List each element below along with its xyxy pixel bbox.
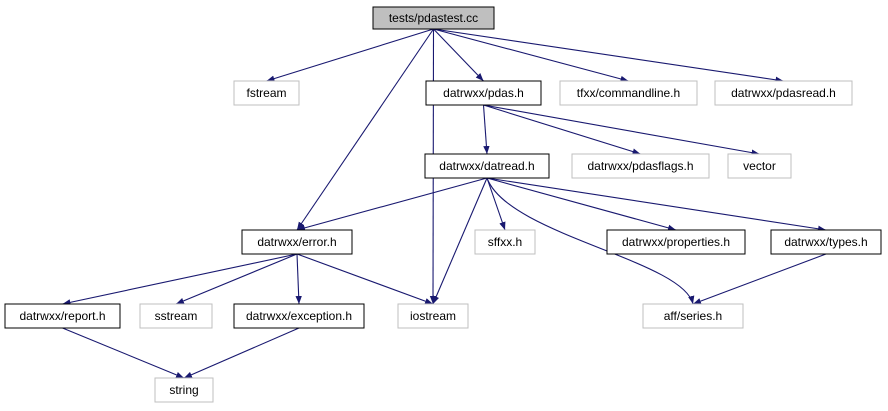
edge-datread-to-error bbox=[296, 177, 488, 231]
node-iostream: iostream bbox=[397, 303, 469, 329]
node-root-box bbox=[372, 6, 495, 30]
node-pdasflags-label: datrwxx/pdasflags.h bbox=[587, 159, 693, 173]
edge-pdas-to-pdasflags bbox=[483, 104, 641, 155]
node-properties-box bbox=[606, 229, 746, 255]
node-datread-label: datrwxx/datread.h bbox=[439, 159, 534, 173]
nodes: tests/pdastest.cc fstream datrwxx/pdas.h tf… bbox=[4, 6, 882, 403]
node-vector-label: vector bbox=[743, 159, 776, 173]
edge-root-to-fstream bbox=[266, 28, 434, 82]
node-series: aff/series.h bbox=[642, 303, 744, 329]
node-types-box bbox=[770, 229, 882, 255]
node-exception[interactable]: datrwxx/exception.h bbox=[233, 303, 365, 329]
node-pdasread: datrwxx/pdasread.h bbox=[714, 80, 853, 106]
node-pdasflags-box bbox=[571, 153, 710, 179]
node-properties[interactable]: datrwxx/properties.h bbox=[606, 229, 746, 255]
edge-error-to-iostream bbox=[296, 253, 434, 305]
node-sffxx-label: sffxx.h bbox=[488, 235, 522, 249]
node-sstream-label: sstream bbox=[155, 309, 198, 323]
edge-pdas-to-vector bbox=[483, 104, 760, 156]
node-error-label: datrwxx/error.h bbox=[257, 235, 336, 249]
node-pdasread-box bbox=[714, 80, 853, 106]
edge-pdas-to-datread bbox=[482, 104, 490, 155]
edge-error-to-sstream bbox=[175, 253, 298, 305]
node-sffxx: sffxx.h bbox=[474, 229, 536, 255]
node-exception-label: datrwxx/exception.h bbox=[246, 309, 352, 323]
edge-error-to-exception bbox=[295, 253, 302, 305]
node-series-box bbox=[642, 303, 744, 329]
node-sstream-box bbox=[139, 303, 213, 329]
edge-error-to-report bbox=[62, 253, 298, 306]
node-pdas[interactable]: datrwxx/pdas.h bbox=[425, 80, 542, 106]
node-sstream: sstream bbox=[139, 303, 213, 329]
edge-datread-to-types bbox=[486, 177, 827, 232]
node-error[interactable]: datrwxx/error.h bbox=[241, 229, 353, 255]
node-string-label: string bbox=[169, 383, 198, 397]
node-vector-box bbox=[727, 153, 792, 179]
node-sffxx-box bbox=[474, 229, 536, 255]
node-string: string bbox=[154, 377, 214, 403]
edge-report-to-string bbox=[62, 327, 185, 379]
edge-root-to-pdasread bbox=[433, 28, 784, 83]
node-pdasflags: datrwxx/pdasflags.h bbox=[571, 153, 710, 179]
node-string-box bbox=[154, 377, 214, 403]
edge-root-to-commandline bbox=[433, 28, 629, 83]
node-root: tests/pdastest.cc bbox=[372, 6, 495, 30]
node-datread-box bbox=[424, 153, 550, 179]
node-pdas-label: datrwxx/pdas.h bbox=[443, 86, 524, 100]
edge-root-to-error bbox=[296, 28, 434, 231]
node-commandline-box bbox=[559, 80, 698, 106]
node-pdas-box bbox=[425, 80, 542, 106]
node-error-box bbox=[241, 229, 353, 255]
node-report-label: datrwxx/report.h bbox=[19, 309, 105, 323]
node-report[interactable]: datrwxx/report.h bbox=[4, 303, 121, 329]
edge-exception-to-string bbox=[183, 327, 300, 379]
node-commandline-label: tfxx/commandline.h bbox=[577, 86, 680, 100]
node-types-label: datrwxx/types.h bbox=[784, 235, 867, 249]
node-fstream-label: fstream bbox=[246, 86, 286, 100]
node-iostream-box bbox=[397, 303, 469, 329]
node-fstream-box bbox=[233, 80, 300, 106]
edge-datread-to-series bbox=[486, 177, 695, 305]
node-iostream-label: iostream bbox=[410, 309, 456, 323]
node-root-label: tests/pdastest.cc bbox=[389, 11, 478, 25]
node-commandline: tfxx/commandline.h bbox=[559, 80, 698, 106]
node-vector: vector bbox=[727, 153, 792, 179]
edge-datread-to-sffxx bbox=[486, 177, 506, 231]
node-types[interactable]: datrwxx/types.h bbox=[770, 229, 882, 255]
edge-datread-to-properties bbox=[486, 177, 677, 231]
edge-types-to-series bbox=[692, 253, 827, 305]
edge-datread-to-iostream bbox=[432, 177, 488, 305]
node-series-label: aff/series.h bbox=[664, 309, 722, 323]
node-exception-box bbox=[233, 303, 365, 329]
node-pdasread-label: datrwxx/pdasread.h bbox=[731, 86, 836, 100]
node-report-box bbox=[4, 303, 121, 329]
node-fstream: fstream bbox=[233, 80, 300, 106]
node-properties-label: datrwxx/properties.h bbox=[622, 235, 730, 249]
edge-root-to-pdas bbox=[433, 28, 484, 82]
node-datread[interactable]: datrwxx/datread.h bbox=[424, 153, 550, 179]
